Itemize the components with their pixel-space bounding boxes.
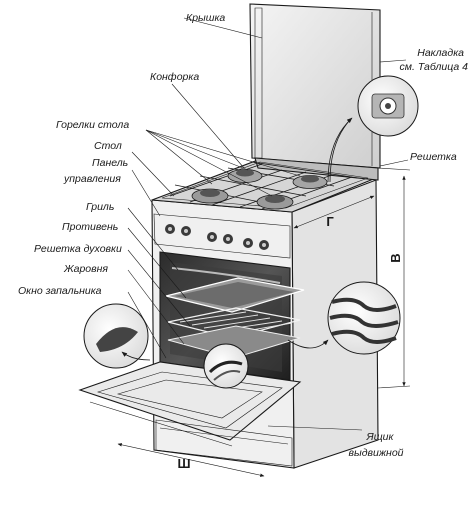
height-dimension: В (377, 167, 411, 389)
label-panel-line1: Панель (92, 157, 128, 169)
rack-callout (287, 281, 401, 355)
height-dimension-label: В (388, 253, 403, 262)
label-burner-cap: Конфорка (150, 71, 199, 83)
label-baking-sheet: Противень (62, 221, 118, 233)
width-dimension: Ш (117, 443, 265, 477)
drawer (155, 419, 293, 467)
label-grill: Гриль (86, 201, 114, 213)
label-table: Стол (94, 140, 122, 152)
control-knobs (165, 224, 269, 250)
burner-back-left (227, 169, 263, 183)
control-panel (153, 213, 291, 259)
burner-front-left (191, 188, 229, 204)
burner-back-right (292, 175, 328, 189)
label-roasting-pan: Жаровня (63, 263, 108, 275)
ignition-window-callout (83, 303, 151, 369)
leader-lines (127, 17, 409, 431)
label-overlay-line1: Накладка (417, 47, 464, 59)
grill-element (171, 267, 281, 284)
label-lid: Крышка (186, 12, 225, 24)
lid (249, 3, 381, 169)
label-drawer-line2: выдвижной (348, 447, 403, 459)
baking-sheet (165, 277, 305, 313)
label-table-burners: Горелки стола (56, 119, 129, 131)
label-oven-rack: Решетка духовки (34, 243, 122, 255)
label-ignition-window: Окно запальника (18, 285, 102, 297)
width-dimension-label: Ш (177, 456, 190, 471)
burner-front-right (256, 194, 294, 210)
hinge-callout (203, 343, 249, 389)
depth-dimension-label: Г (326, 214, 334, 229)
overlay-callout (327, 75, 419, 183)
label-grate: Решетка (410, 151, 457, 163)
label-overlay-line2: см. Таблица 4 (400, 61, 469, 73)
depth-dimension: Г (293, 195, 375, 229)
label-panel-line2: управления (63, 173, 121, 185)
label-drawer-line1: Ящик (366, 431, 395, 443)
